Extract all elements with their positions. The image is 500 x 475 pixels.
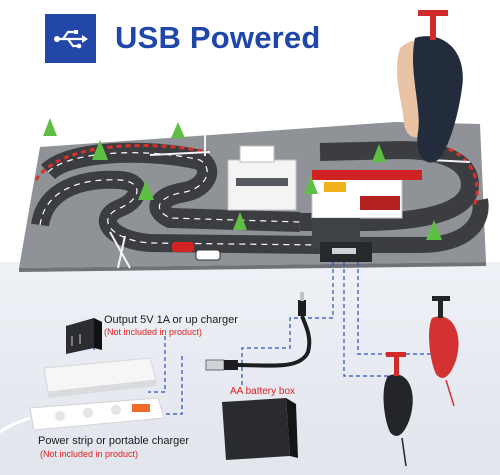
- power-strip-label: Power strip or portable charger: [38, 435, 190, 447]
- charger-note: (Not included in product): [104, 327, 203, 337]
- battery-box: [222, 398, 298, 460]
- black-controller: [383, 352, 413, 467]
- portable-charger: [43, 357, 157, 398]
- curb: [34, 144, 209, 181]
- trees: [43, 118, 442, 240]
- power-strip: [0, 397, 165, 434]
- page-title: USB Powered: [115, 20, 321, 55]
- charger-label: Output 5V 1A or up charger: [104, 314, 238, 326]
- red-controller: [429, 296, 459, 407]
- power-strip-note: (Not included in product): [40, 449, 139, 459]
- race-car-white: [195, 249, 221, 261]
- race-car-red: [172, 242, 194, 252]
- usb-icon: [53, 29, 88, 48]
- usb-cable: [205, 292, 312, 371]
- wall-charger: [66, 318, 102, 354]
- usb-badge: [45, 14, 96, 63]
- handheld-controller: [413, 36, 463, 163]
- battery-box-label: AA battery box: [230, 386, 296, 397]
